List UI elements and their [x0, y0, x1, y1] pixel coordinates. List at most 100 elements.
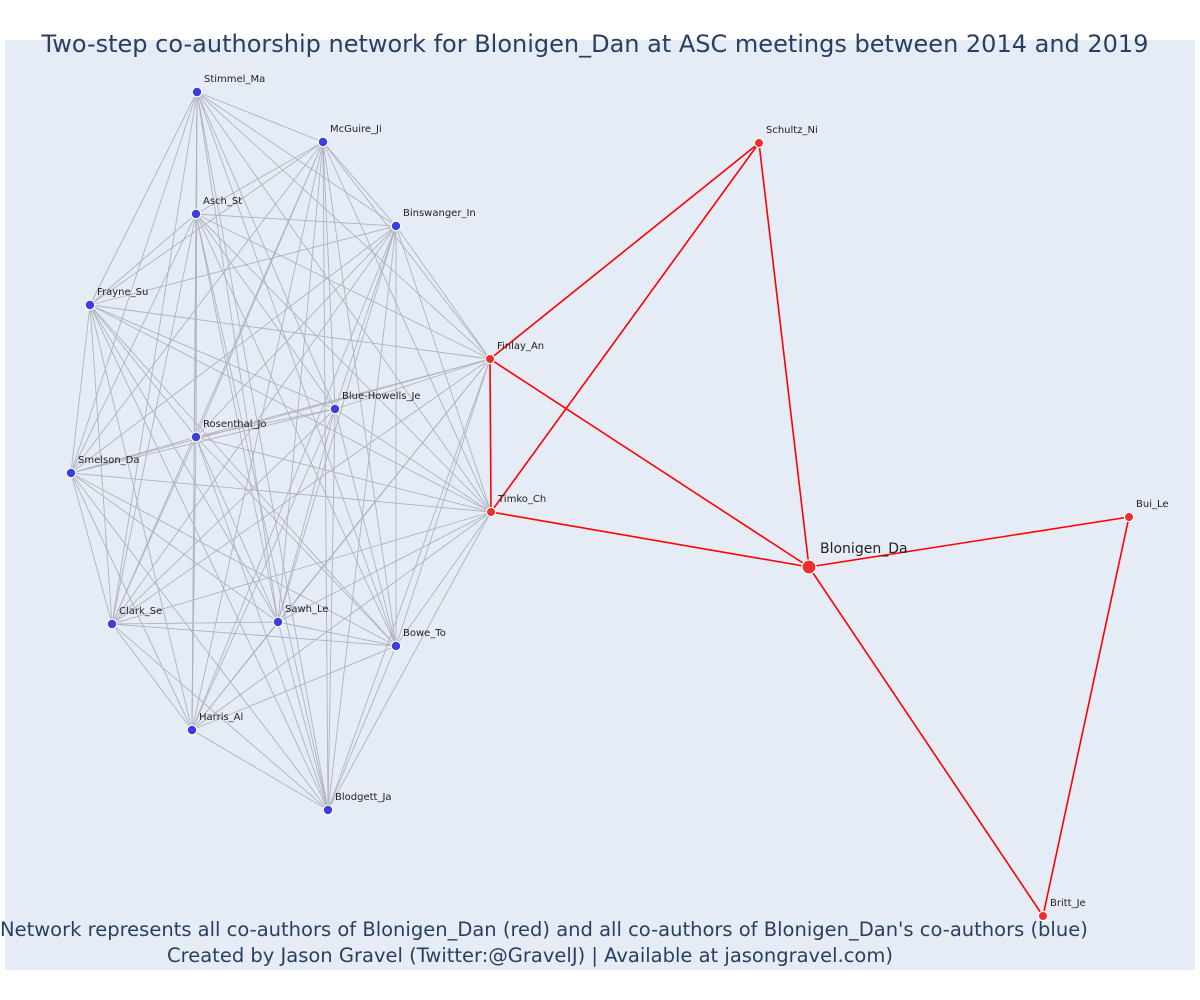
node-finlay-an — [484, 353, 496, 365]
edge-blonigen-da-finlay-an — [489, 358, 810, 568]
node-label-stimmel-ma: Stimmel_Ma — [204, 74, 265, 85]
edge-rosenthal-jo-clark-se — [111, 436, 197, 625]
edge-stimmel-ma-timko-ch — [196, 91, 492, 513]
edge-bowe-to-finlay-an — [395, 358, 491, 647]
edge-smelson-da-timko-ch — [70, 472, 492, 513]
node-blodgett-ja — [322, 804, 334, 816]
edge-mcguire-ji-frayne-su — [89, 141, 324, 306]
node-asch-st — [190, 208, 202, 220]
edge-binswanger-in-frayne-su — [89, 225, 397, 306]
node-label-mcguire-ji: McGuire_Ji — [330, 124, 382, 135]
edge-stimmel-ma-frayne-su — [89, 91, 198, 306]
node-frayne-su — [84, 299, 96, 311]
edge-binswanger-in-timko-ch — [395, 225, 492, 513]
edge-harris-al-timko-ch — [191, 511, 492, 731]
edge-blue-howells-je-clark-se — [111, 408, 336, 625]
edge-mcguire-ji-blue-howells-je — [322, 141, 336, 410]
edge-frayne-su-rosenthal-jo — [89, 304, 197, 438]
node-sawh-le — [272, 616, 284, 628]
edge-clark-se-sawh-le — [111, 621, 279, 625]
edge-rosenthal-jo-bowe-to — [195, 436, 397, 647]
node-blue-howells-je — [329, 403, 341, 415]
edge-smelson-da-clark-se — [70, 472, 113, 625]
edge-asch-st-frayne-su — [89, 213, 197, 306]
node-label-bowe-to: Bowe_To — [403, 628, 446, 639]
edge-binswanger-in-sawh-le — [277, 225, 397, 623]
edge-mcguire-ji-sawh-le — [277, 141, 324, 623]
edge-smelson-da-blodgett-ja — [70, 472, 329, 811]
edge-stimmel-ma-finlay-an — [196, 91, 491, 360]
node-label-britt-je: Britt_Je — [1050, 898, 1086, 909]
node-binswanger-in — [390, 220, 402, 232]
edge-stimmel-ma-bowe-to — [196, 91, 397, 647]
edge-frayne-su-bowe-to — [89, 304, 397, 647]
node-bowe-to — [390, 640, 402, 652]
edge-mcguire-ji-asch-st — [195, 141, 324, 215]
node-label-finlay-an: Finlay_An — [497, 341, 544, 352]
edge-binswanger-in-harris-al — [191, 225, 397, 731]
caption-line-2: Created by Jason Gravel (Twitter:@Gravel… — [167, 944, 893, 967]
edge-clark-se-finlay-an — [111, 358, 491, 625]
edge-blue-howells-je-bowe-to — [334, 408, 397, 647]
edge-mcguire-ji-timko-ch — [322, 141, 492, 513]
node-label-binswanger-in: Binswanger_In — [403, 208, 476, 219]
edge-asch-st-harris-al — [191, 213, 197, 731]
edge-sawh-le-bowe-to — [277, 621, 397, 647]
node-smelson-da — [65, 467, 77, 479]
edge-frayne-su-harris-al — [89, 304, 193, 731]
chart-title: Two-step co-authorship network for Bloni… — [41, 30, 1149, 58]
edge-mcguire-ji-clark-se — [111, 141, 324, 625]
edge-binswanger-in-blue-howells-je — [334, 225, 397, 410]
node-label-timko-ch: Timko_Ch — [497, 494, 546, 505]
node-label-smelson-da: Smelson_Da — [78, 455, 140, 466]
node-bui-le — [1123, 511, 1135, 523]
edge-stimmel-ma-sawh-le — [196, 91, 279, 623]
edge-smelson-da-bowe-to — [70, 472, 397, 647]
edge-frayne-su-timko-ch — [89, 304, 492, 513]
node-stimmel-ma — [191, 86, 203, 98]
edge-schultz-ni-finlay-an — [489, 142, 760, 360]
edge-harris-al-blodgett-ja — [191, 729, 329, 811]
edge-bui-le-britt-je — [1042, 516, 1130, 917]
caption-line-1: Network represents all co-authors of Blo… — [0, 918, 1088, 941]
edge-rosenthal-jo-harris-al — [191, 436, 197, 731]
edge-blodgett-ja-finlay-an — [327, 358, 491, 811]
edge-frayne-su-smelson-da — [70, 304, 91, 474]
edge-clark-se-bowe-to — [111, 623, 397, 647]
edge-smelson-da-harris-al — [70, 472, 193, 731]
red-edge-layer — [489, 142, 1130, 917]
edge-schultz-ni-timko-ch — [490, 142, 760, 513]
edge-mcguire-ji-finlay-an — [322, 141, 491, 360]
edge-blonigen-da-bui-le — [808, 516, 1130, 568]
edge-blue-howells-je-harris-al — [191, 408, 336, 731]
node-label-bui-le: Bui_Le — [1136, 499, 1169, 510]
node-label-clark-se: Clark_Se — [119, 606, 162, 617]
edge-asch-st-smelson-da — [70, 213, 197, 474]
edge-asch-st-clark-se — [111, 213, 197, 625]
node-harris-al — [186, 724, 198, 736]
edge-asch-st-bowe-to — [195, 213, 397, 647]
label-layer: Stimmel_MaMcGuire_JiAsch_StBinswanger_In… — [78, 74, 1169, 909]
node-britt-je — [1037, 910, 1049, 922]
edge-binswanger-in-smelson-da — [70, 225, 397, 474]
edge-mcguire-ji-blodgett-ja — [322, 141, 329, 811]
edge-frayne-su-finlay-an — [89, 304, 491, 360]
edge-frayne-su-blodgett-ja — [89, 304, 329, 811]
node-label-asch-st: Asch_St — [203, 196, 242, 207]
edge-blue-howells-je-timko-ch — [334, 408, 492, 513]
edge-stimmel-ma-blue-howells-je — [196, 91, 336, 410]
node-label-rosenthal-jo: Rosenthal_Jo — [203, 419, 267, 430]
edge-asch-st-binswanger-in — [195, 213, 397, 227]
edge-bowe-to-blodgett-ja — [327, 645, 397, 811]
node-label-frayne-su: Frayne_Su — [97, 287, 148, 298]
edge-blue-howells-je-sawh-le — [277, 408, 336, 623]
edge-mcguire-ji-binswanger-in — [322, 141, 397, 227]
edge-rosenthal-jo-blodgett-ja — [195, 436, 329, 811]
edge-sawh-le-blodgett-ja — [277, 621, 329, 811]
node-timko-ch — [485, 506, 497, 518]
edge-frayne-su-blue-howells-je — [89, 304, 336, 410]
edge-asch-st-blue-howells-je — [195, 213, 336, 410]
node-schultz-ni — [753, 137, 765, 149]
